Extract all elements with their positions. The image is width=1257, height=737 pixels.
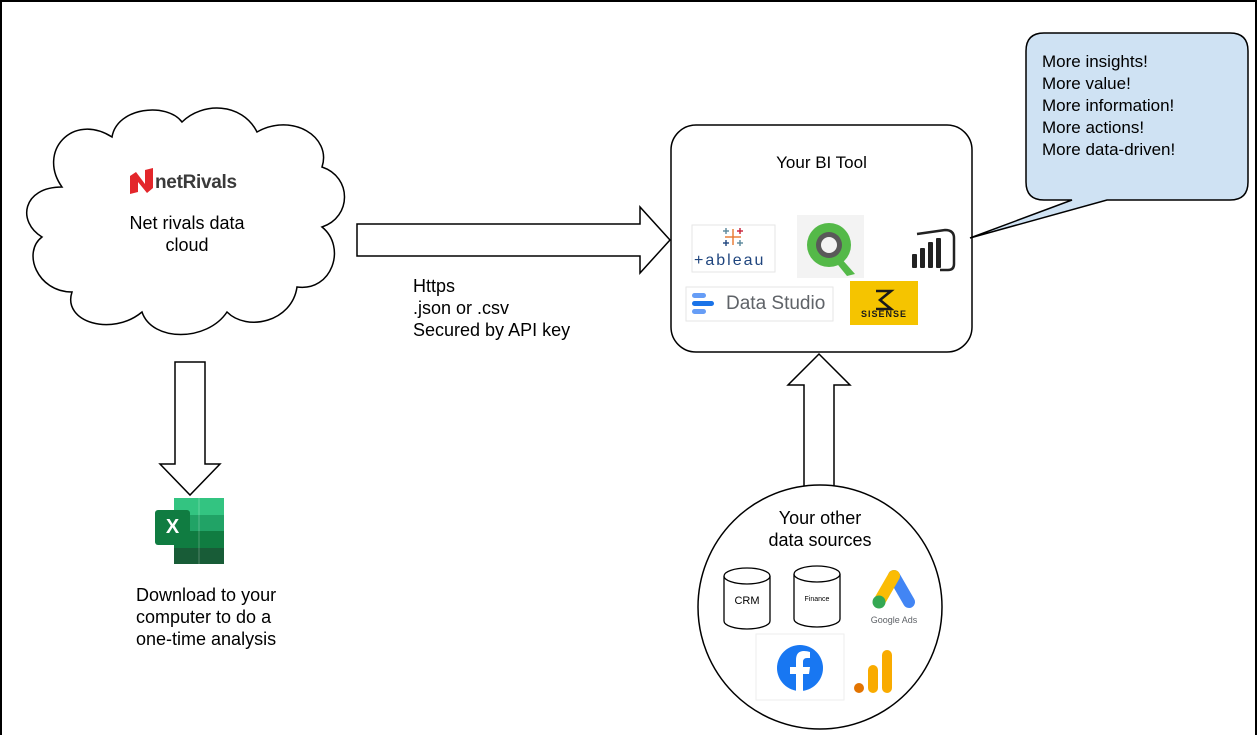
excel-letter: X [165,516,180,538]
connection-security: Secured by API key [413,320,571,340]
download-arrow [158,361,222,497]
callout-line-information: More information! [1042,96,1175,115]
sisense-icon [850,281,918,325]
connection-label: Https .json or .csv Secured by API key [413,275,570,341]
cloud-label: Net rivals data cloud [92,212,282,256]
netrivals-logo-text: netRivals [155,172,237,193]
cloud-label-line1: Net rivals data [129,213,245,233]
data-studio-icon [685,286,834,322]
callout-line-actions: More actions! [1042,118,1145,137]
finance-database-icon [793,565,841,628]
google-ads-icon [872,570,915,609]
data-studio-wordmark: Data Studio [726,293,826,314]
sources-title-line1: Your other [778,508,862,528]
connection-format: .json or .csv [413,298,510,318]
callout-line-insights: More insights! [1042,52,1148,71]
google-analytics-icon [847,644,899,698]
power-bi-icon [912,228,956,272]
data-cloud-shape [26,107,346,336]
download-line1: Download to your [136,585,277,605]
google-ads-label: Google Ads [870,615,918,625]
netrivals-logo-mark [130,168,153,194]
cloud-label-line2: cloud [165,235,209,255]
callout-bubble [969,32,1249,239]
download-line2: computer to do a [136,607,272,627]
facebook-icon [755,633,845,701]
bi-tool-title: Your BI Tool [776,153,867,172]
crm-database-icon [723,567,771,630]
tableau-wordmark: +ableau [694,252,766,269]
callout-text: More insights! More value! More informat… [1042,51,1175,161]
download-label: Download to your computer to do a one-ti… [136,584,276,650]
sources-arrow [786,352,852,489]
qlik-icon [797,215,864,278]
connection-protocol: Https [413,276,456,296]
sources-title-line2: data sources [768,530,872,550]
sisense-wordmark: SISENSE [860,309,907,319]
download-line3: one-time analysis [136,629,277,649]
crm-label: CRM [734,595,760,607]
excel-icon [155,498,224,564]
callout-line-value: More value! [1042,74,1131,93]
tableau-icon [691,224,776,273]
finance-label: Finance [804,596,830,603]
https-arrow [356,205,672,275]
callout-line-data-driven: More data-driven! [1042,140,1176,159]
sources-title: Your other data sources [720,507,920,551]
